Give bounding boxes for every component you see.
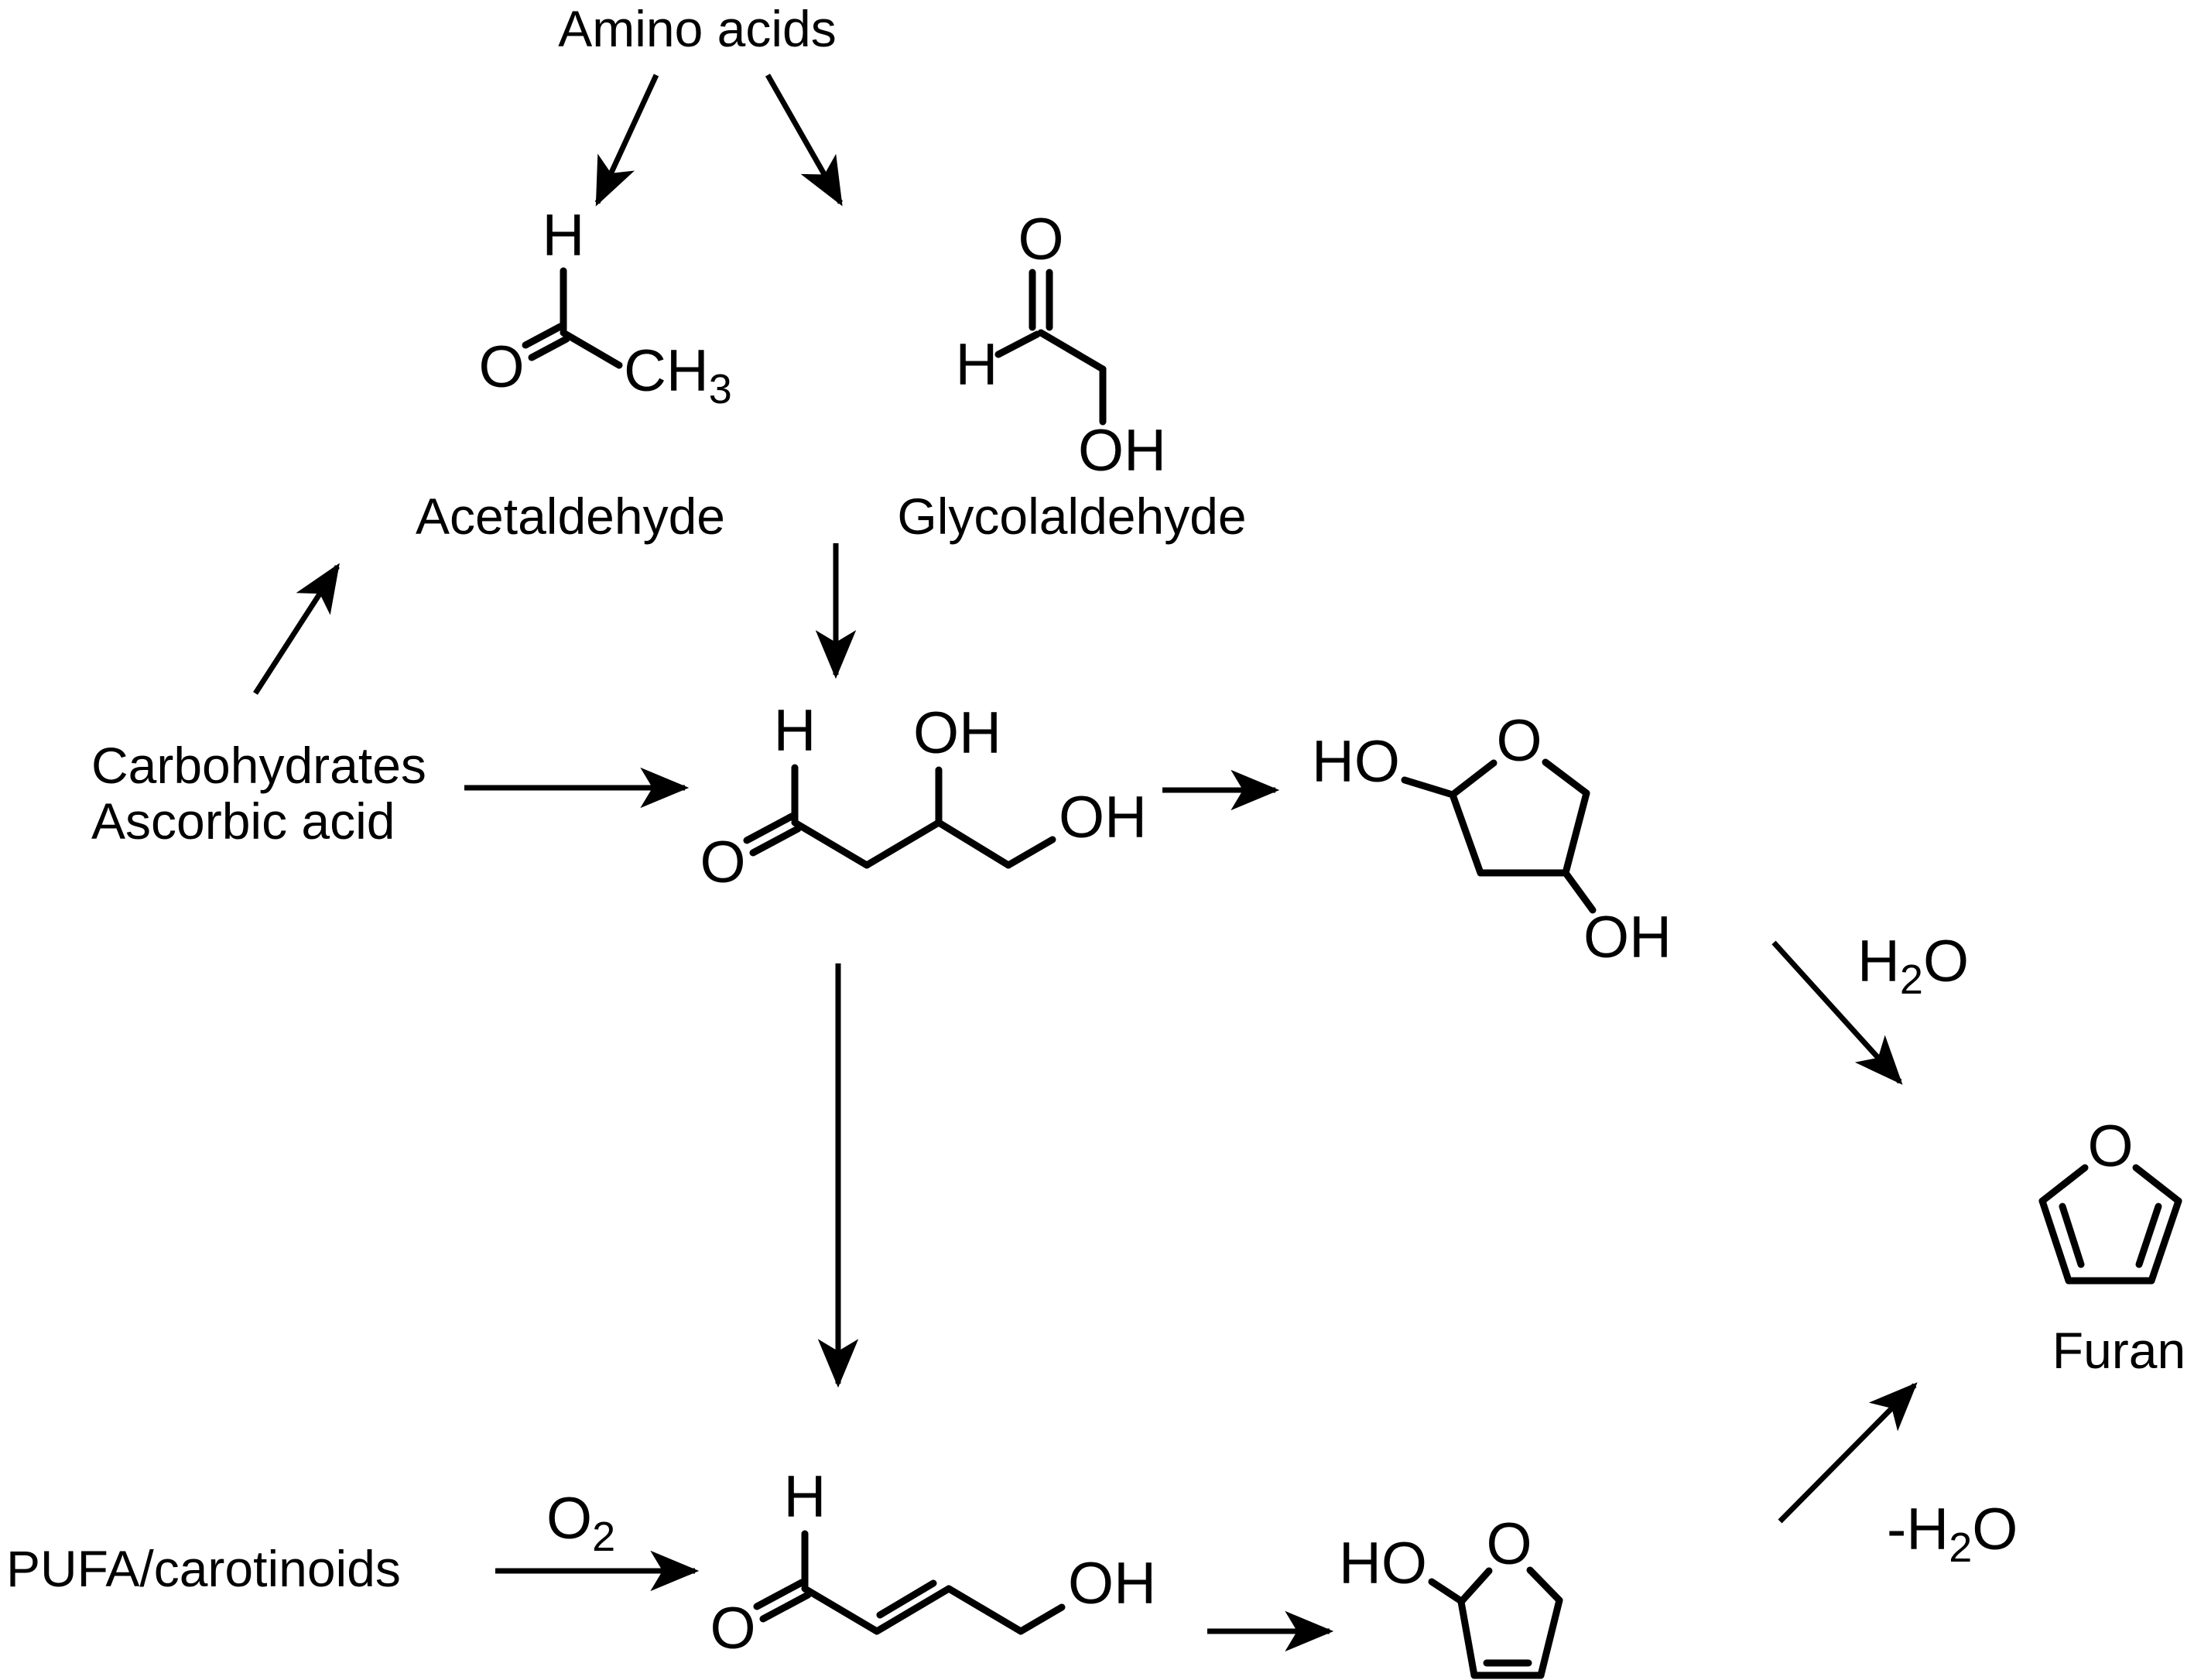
h2o-label: H2O	[1857, 929, 1969, 1003]
atom-label-o: O	[1486, 1511, 1532, 1577]
furan-caption: Furan	[2052, 1322, 2185, 1379]
pufa-node: PUFA/carotinoids O2	[6, 1486, 700, 1597]
atom-label-o: O	[700, 830, 745, 895]
arrow-dihydrofuranol-to-furan	[1778, 1382, 1918, 1524]
atom-label-oh: OH	[913, 700, 1001, 766]
bond-c-oh	[1017, 1603, 1066, 1635]
dihydrofuranol-structure: HO O	[1339, 1511, 1563, 1679]
glycolaldehyde-caption: Glycolaldehyde	[897, 488, 1246, 545]
h2o-subscript: 2	[1900, 956, 1923, 1003]
ring-bond	[1526, 1566, 1563, 1604]
atom-label-oh: OH	[1583, 905, 1672, 970]
double-bond-line	[528, 335, 570, 361]
arrow-cyclic-diol-to-furan	[1771, 940, 1903, 1085]
atom-label-oh: OH	[1068, 1551, 1156, 1617]
bond-ho-c	[1428, 1578, 1465, 1605]
atom-label-h: H	[784, 1464, 827, 1530]
ring-bond	[2038, 1197, 2072, 1285]
double-bond-line	[749, 825, 802, 857]
atom-label-o: O	[710, 1596, 755, 1661]
amino-acids-node: Amino acids	[558, 0, 844, 207]
bond-h-c	[994, 330, 1041, 358]
double-bond-line	[743, 813, 796, 844]
bond-c-c	[935, 819, 1012, 869]
ascorbic-acid-label: Ascorbic acid	[91, 792, 395, 850]
ring-bond	[873, 1585, 953, 1635]
carbohydrates-node: Carbohydrates Ascorbic acid	[91, 563, 690, 850]
o2-subscript: 2	[592, 1514, 615, 1560]
dihydroxybutanal-structure: H O OH OH	[700, 698, 1147, 895]
h2o-step: H2O	[1771, 929, 1969, 1085]
bond-c-c	[863, 819, 943, 869]
atom-label-o: O	[1018, 207, 1063, 272]
glycolaldehyde-structure: O H OH Glycolaldehyde	[897, 207, 1246, 545]
tetrahydrofurandiol-structure: HO O OH	[1312, 708, 1672, 970]
h2o-part2: O	[1923, 929, 1969, 994]
atom-label-h: H	[956, 332, 998, 398]
double-bond-line	[753, 1579, 806, 1610]
o2-label: O2	[546, 1486, 615, 1560]
amino-acids-label: Amino acids	[558, 0, 837, 57]
double-bond-line	[2135, 1203, 2162, 1268]
bond-c-oh	[1005, 836, 1056, 869]
atom-label-ho: HO	[1312, 729, 1400, 795]
pufa-label: PUFA/carotinoids	[6, 1540, 401, 1597]
ring-bond	[1449, 759, 1497, 799]
minus-h2o-subscript: 2	[1949, 1524, 1972, 1571]
bond-c-c	[791, 819, 871, 869]
double-bond-line	[759, 1591, 812, 1623]
ring-bond	[2132, 1164, 2182, 1205]
hydroxybutenal-structure: H O OH	[710, 1464, 1156, 1661]
acetaldehyde-structure: H O CH3 Acetaldehyde	[416, 203, 732, 545]
carbohydrates-label: Carbohydrates	[91, 737, 426, 794]
ring-bond	[2038, 1164, 2089, 1205]
bond-c-c	[945, 1585, 1025, 1635]
bond-ho-c	[1401, 776, 1456, 799]
ring-bond	[1537, 1596, 1563, 1679]
minus-h2o-part2: O	[1972, 1497, 2018, 1562]
bond-c-c	[801, 1585, 881, 1635]
ring-bond	[2148, 1197, 2182, 1285]
atom-label-ho: HO	[1339, 1531, 1427, 1596]
ring-bond	[1542, 758, 1590, 797]
atom-label-ch3-subscript: 3	[709, 366, 732, 412]
atom-label-ch: CH	[624, 338, 709, 404]
ring-bond	[1562, 789, 1590, 877]
arrow-amino-to-acetaldehyde	[594, 74, 659, 207]
atom-label-ch3: CH3	[624, 338, 732, 412]
ring-bond	[1457, 1598, 1478, 1679]
minus-h2o-part1: -H	[1887, 1497, 1949, 1562]
h2o-part1: H	[1857, 929, 1900, 994]
acetaldehyde-caption: Acetaldehyde	[416, 488, 725, 545]
atom-label-oh: OH	[1078, 418, 1166, 484]
double-bond-line	[2059, 1203, 2085, 1268]
atom-label-h: H	[543, 203, 585, 269]
atom-label-o: O	[478, 334, 524, 400]
double-bond-line	[522, 323, 564, 349]
bond-c-oh	[1562, 869, 1597, 914]
arrow-carbohydrates-to-acetaldehyde	[253, 563, 340, 695]
minus-h2o-label: -H2O	[1887, 1497, 2018, 1571]
arrow-amino-to-glycolaldehyde	[765, 74, 844, 207]
atom-label-o: O	[1496, 708, 1542, 774]
atom-label-o: O	[2087, 1114, 2133, 1179]
o2-symbol: O	[546, 1486, 592, 1552]
bond-c-c	[1037, 329, 1107, 373]
furan-structure: O Furan	[2038, 1114, 2185, 1379]
atom-label-oh: OH	[1059, 785, 1147, 850]
atom-label-h: H	[774, 698, 816, 764]
bond-c-ch3	[560, 329, 623, 369]
ring-bond	[1457, 1567, 1493, 1606]
minus-h2o-step: -H2O	[1778, 1382, 2018, 1571]
double-bond-line	[876, 1579, 937, 1619]
ring-bond	[1449, 791, 1484, 877]
